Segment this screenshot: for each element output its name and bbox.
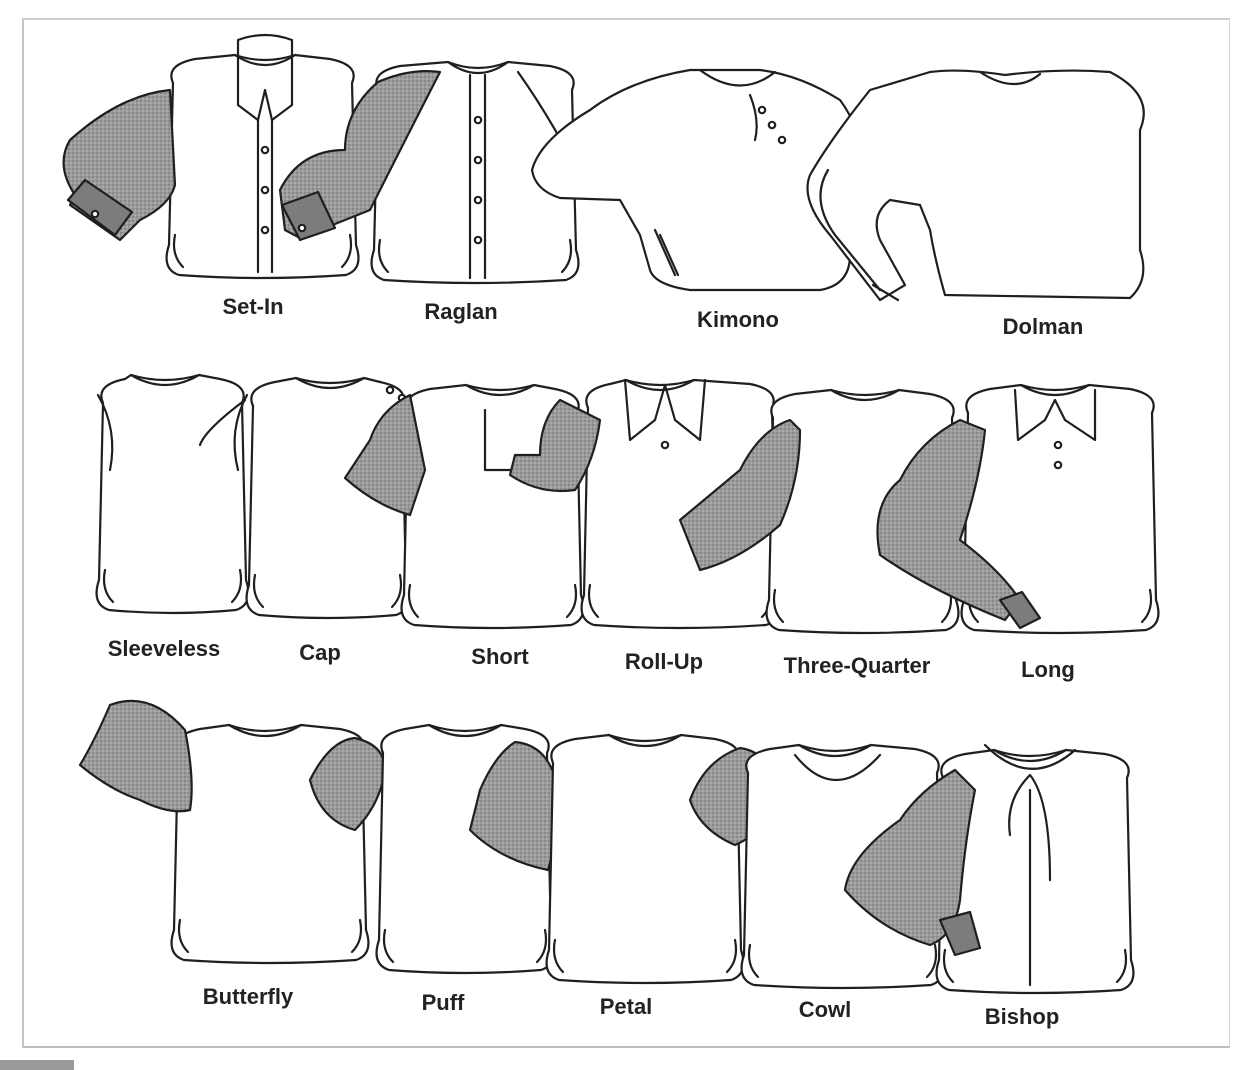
- button: [262, 187, 268, 193]
- label-bishop: Bishop: [985, 1006, 1060, 1028]
- button: [662, 442, 668, 448]
- button: [299, 225, 305, 231]
- button: [779, 137, 785, 143]
- label-butterfly: Butterfly: [203, 986, 293, 1008]
- label-set-in: Set-In: [222, 296, 283, 318]
- button: [1055, 442, 1061, 448]
- label-dolman: Dolman: [1003, 316, 1084, 338]
- label-kimono: Kimono: [697, 309, 779, 331]
- button: [92, 211, 98, 217]
- garment-butterfly: [80, 701, 385, 963]
- garment-body: [97, 375, 249, 613]
- label-puff: Puff: [422, 992, 465, 1014]
- button: [1055, 462, 1061, 468]
- label-raglan: Raglan: [424, 301, 497, 323]
- label-cowl: Cowl: [799, 999, 852, 1021]
- corner-swatch: [0, 1060, 74, 1070]
- button: [262, 147, 268, 153]
- label-short: Short: [471, 646, 528, 668]
- garment-petal: [547, 735, 775, 983]
- label-roll-up: Roll-Up: [625, 651, 703, 673]
- garment-dolman: [808, 71, 1144, 300]
- label-long: Long: [1021, 659, 1075, 681]
- label-cap: Cap: [299, 642, 341, 664]
- garment-sleeveless: [97, 375, 249, 613]
- button: [475, 157, 481, 163]
- shaded-sleeve: [80, 701, 192, 811]
- garment-puff: [377, 725, 559, 973]
- button: [475, 197, 481, 203]
- button: [759, 107, 765, 113]
- label-sleeveless: Sleeveless: [108, 638, 221, 660]
- label-petal: Petal: [600, 996, 653, 1018]
- button: [475, 237, 481, 243]
- label-three-quarter: Three-Quarter: [784, 655, 931, 677]
- button: [387, 387, 393, 393]
- button: [262, 227, 268, 233]
- button: [475, 117, 481, 123]
- button: [769, 122, 775, 128]
- garment-body: [808, 71, 1144, 300]
